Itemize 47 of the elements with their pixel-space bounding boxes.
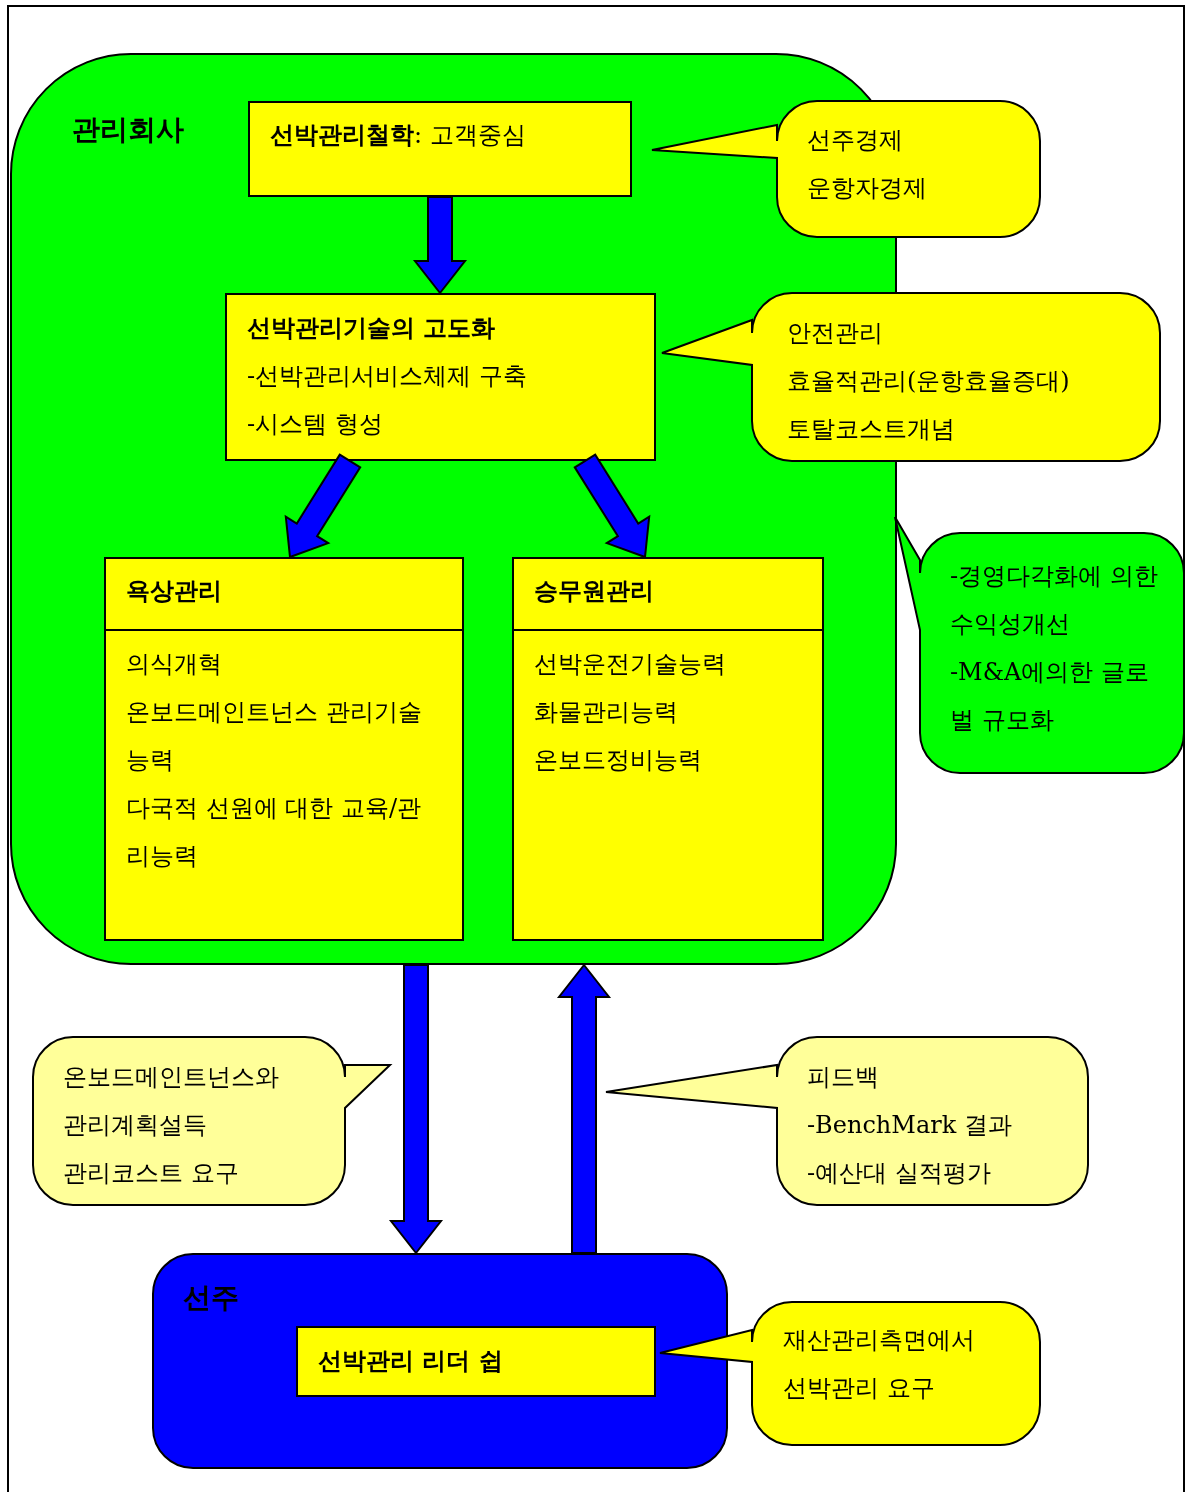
box-text: 선주경제 [807, 125, 903, 156]
box-text: 운항자경제 [807, 173, 927, 204]
rounded-panel [152, 1253, 728, 1469]
callout-bubble [606, 1037, 1088, 1205]
box-text: 화물관리능력 [534, 697, 678, 728]
block-arrow [284, 453, 362, 559]
heading-text: 욕상관리 [126, 576, 222, 607]
block-arrow [573, 453, 651, 559]
callout-bubble [660, 1302, 1040, 1445]
box-text: 피드백 [807, 1062, 879, 1093]
callout-bubble [33, 1037, 390, 1205]
box-text: 선박관리철학: 고객중심 [270, 119, 526, 151]
callout-bubble [662, 293, 1160, 461]
box-text: 다국적 선원에 대한 교육/관리능력 [126, 793, 422, 872]
heading-text: 관리회사 [72, 112, 184, 148]
box-text: 토탈코스트개념 [787, 414, 955, 445]
callout-bubble [652, 101, 1040, 237]
heading-text: 선주 [183, 1280, 239, 1316]
process-box [296, 1326, 656, 1397]
block-arrow [556, 963, 612, 1254]
box-text: 의식개혁 [126, 649, 222, 680]
box-text: -선박관리서비스체제 구축 [247, 361, 527, 392]
box-text: 관리계획설득 [63, 1110, 207, 1141]
box-text: 재산관리측면에서 [783, 1325, 975, 1356]
box-text: 선박관리 요구 [783, 1373, 935, 1404]
process-box [248, 101, 632, 197]
box-text: 안전관리 [787, 318, 883, 349]
box-text: -예산대 실적평가 [807, 1158, 991, 1189]
box-text: 온보드메인트넌스 관리기술능력 [126, 697, 423, 776]
box-text: 관리코스트 요구 [63, 1158, 239, 1189]
block-arrow [388, 964, 444, 1255]
box-text: 선박운전기술능력 [534, 649, 726, 680]
box-text: -BenchMark 결과 [807, 1110, 1012, 1141]
box-text: -시스템 형성 [247, 409, 383, 440]
heading-text: 선박관리 리더 쉽 [318, 1346, 503, 1377]
box-text: 온보드정비능력 [534, 745, 702, 776]
heading-text: 선박관리기술의 고도화 [247, 313, 496, 344]
block-arrow [412, 196, 468, 295]
box-text: -M&A에의한 글로벌 규모화 [950, 657, 1150, 736]
process-box [225, 293, 656, 461]
box-text: 온보드메인트넌스와 [63, 1062, 279, 1093]
callout-bubble [895, 517, 1184, 773]
box-text: 효율적관리(운항효율증대) [787, 366, 1070, 397]
process-box [512, 557, 824, 941]
process-box [104, 557, 464, 941]
heading-text: 승무원관리 [534, 576, 654, 607]
box-text: -경영다각화에 의한 수익성개선 [950, 561, 1159, 640]
